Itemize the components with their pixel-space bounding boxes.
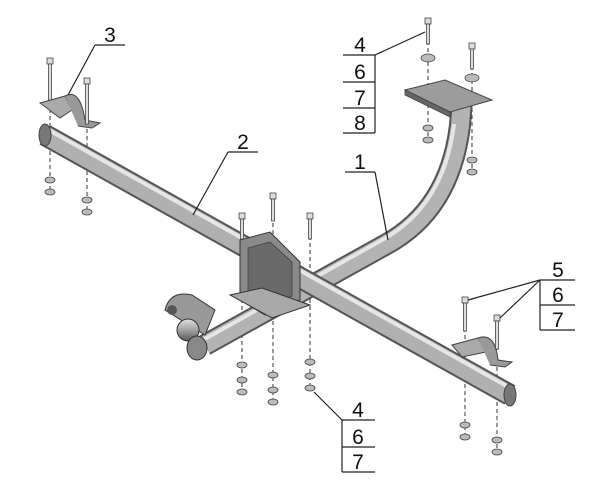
callout-top-8: 8 [354,112,366,135]
callout-right-6: 6 [552,284,564,307]
callout-top-7: 7 [354,87,366,110]
callout-bottom-6: 6 [352,426,364,449]
right-bracket [451,336,514,368]
callout-3: 3 [104,24,116,47]
bolts [46,17,501,350]
main-bar-part-1 [199,99,473,355]
callout-leaders [67,31,575,473]
callout-top-4: 4 [354,34,366,57]
callout-right-5: 5 [552,259,564,282]
callout-bottom-7: 7 [352,451,364,474]
washers-and-nuts [44,53,503,456]
callout-1: 1 [354,151,366,174]
callout-top-6: 6 [354,61,366,84]
center-mount-block [228,231,312,319]
callout-right-7: 7 [552,309,564,332]
tow-ball [164,293,216,361]
callout-bottom-4: 4 [352,399,364,422]
left-bracket-part-3 [38,94,102,129]
callout-2: 2 [237,131,249,154]
